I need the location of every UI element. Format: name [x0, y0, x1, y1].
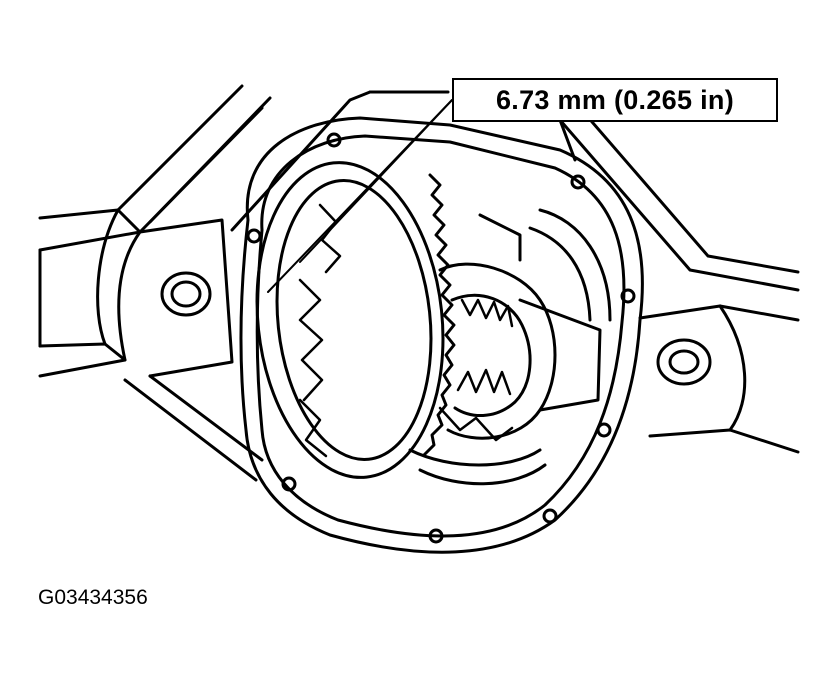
housing-flange — [241, 118, 643, 552]
measurement-callout: 6.73 mm (0.265 in) — [452, 78, 778, 122]
left-axle-boss — [140, 220, 232, 376]
flange-bolt-holes — [248, 134, 634, 542]
lower-left-bracket — [125, 376, 262, 480]
ring-gear — [242, 153, 458, 487]
measurement-leader-lines — [268, 100, 452, 292]
measurement-label: 6.73 mm (0.265 in) — [495, 84, 734, 115]
upper-frame-struts — [118, 86, 448, 232]
pinion-gear-teeth — [300, 205, 512, 456]
right-frame-struts — [560, 108, 798, 290]
left-axle-tube — [40, 210, 140, 376]
right-axle-tube — [640, 306, 798, 452]
differential-carrier — [410, 210, 610, 484]
figure-id: G03434356 — [38, 586, 148, 609]
